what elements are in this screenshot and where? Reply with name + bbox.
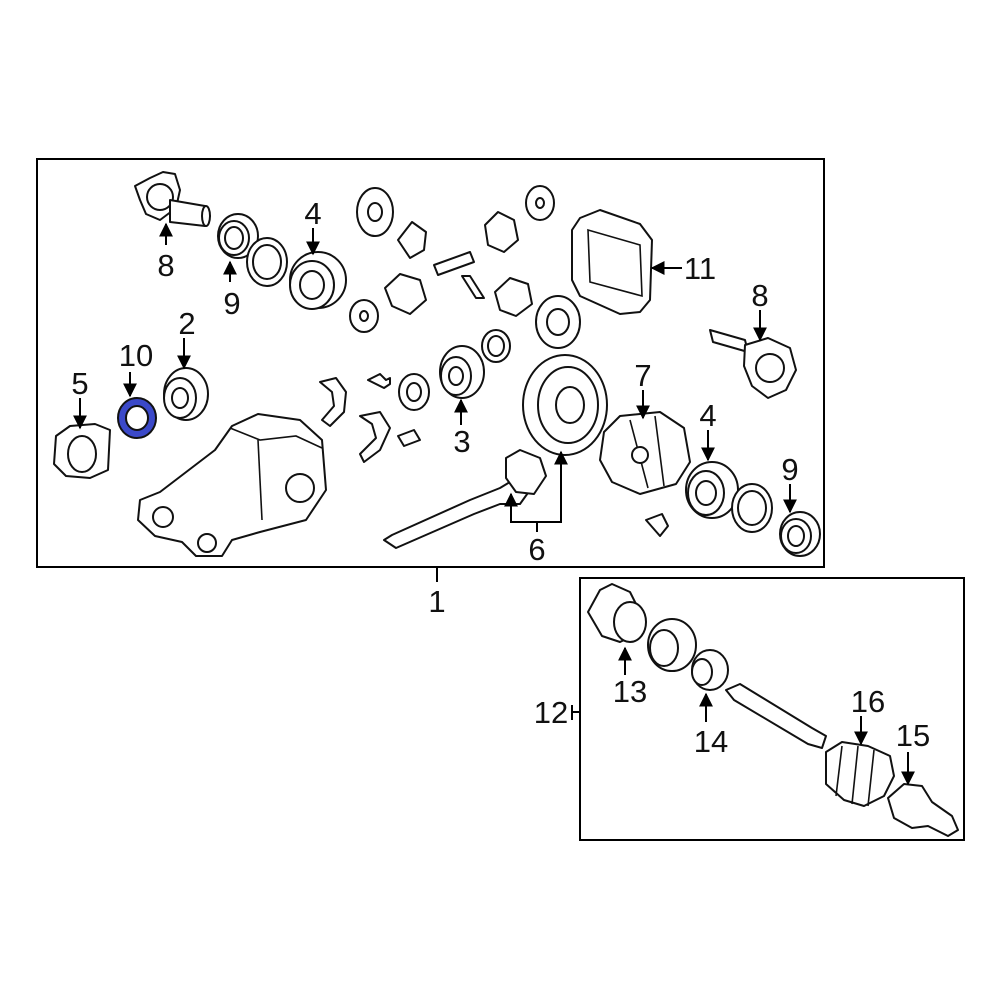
callout-12: 12 [534,695,568,730]
bearing-3[interactable] [439,329,511,399]
companion-flange-left[interactable] [134,171,211,227]
callout-5: 5 [71,366,88,401]
bearing-2[interactable] [163,367,209,421]
shim-washer-right[interactable] [731,483,773,533]
callout-13: 13 [613,674,647,709]
cv-boot-16[interactable] [825,741,895,807]
inner-joint-housing-13[interactable] [587,583,647,643]
callout-arrows [73,222,915,786]
side-flange-5[interactable] [53,423,111,479]
callout-4-lower: 4 [699,398,716,433]
callout-2: 2 [178,306,195,341]
callout-3: 3 [453,424,470,459]
bearing-4-lower[interactable] [685,461,739,519]
callout-6: 6 [528,532,545,567]
shim-washer-left[interactable] [246,237,288,287]
callout-9-left: 9 [223,286,240,321]
callout-14: 14 [694,724,728,759]
callout-16: 16 [851,684,885,719]
bearing-caps-and-bolts[interactable] [319,373,430,463]
callout-9-right: 9 [781,452,798,487]
bearing-4-upper[interactable] [289,251,347,310]
callout-7: 7 [634,358,651,393]
axle-shaft[interactable] [725,683,827,749]
callout-8-right: 8 [751,278,768,313]
callout-15: 15 [896,718,930,753]
callout-1: 1 [428,584,445,619]
callout-11: 11 [684,251,716,286]
axle-shaft-group-box [579,577,965,841]
differential-cover-11[interactable] [571,209,653,315]
boot-clamp-ring[interactable] [647,618,697,672]
outer-cv-joint-15[interactable] [887,783,959,837]
companion-flange-right[interactable] [709,329,797,399]
differential-case-7[interactable] [599,411,691,537]
callout-8-left: 8 [157,248,174,283]
differential-group-box [36,158,825,568]
callout-10: 10 [119,338,153,373]
oil-seal-10-highlighted[interactable] [117,397,157,439]
joint-spacer-14[interactable] [691,649,729,691]
bearing-left-9[interactable] [217,213,259,259]
bearing-right-9[interactable] [779,511,821,557]
pinion-mate-gears[interactable] [349,185,581,349]
callout-4-upper: 4 [304,196,321,231]
differential-carrier-housing[interactable] [137,413,327,557]
ring-and-pinion-gear-6[interactable] [383,354,608,549]
